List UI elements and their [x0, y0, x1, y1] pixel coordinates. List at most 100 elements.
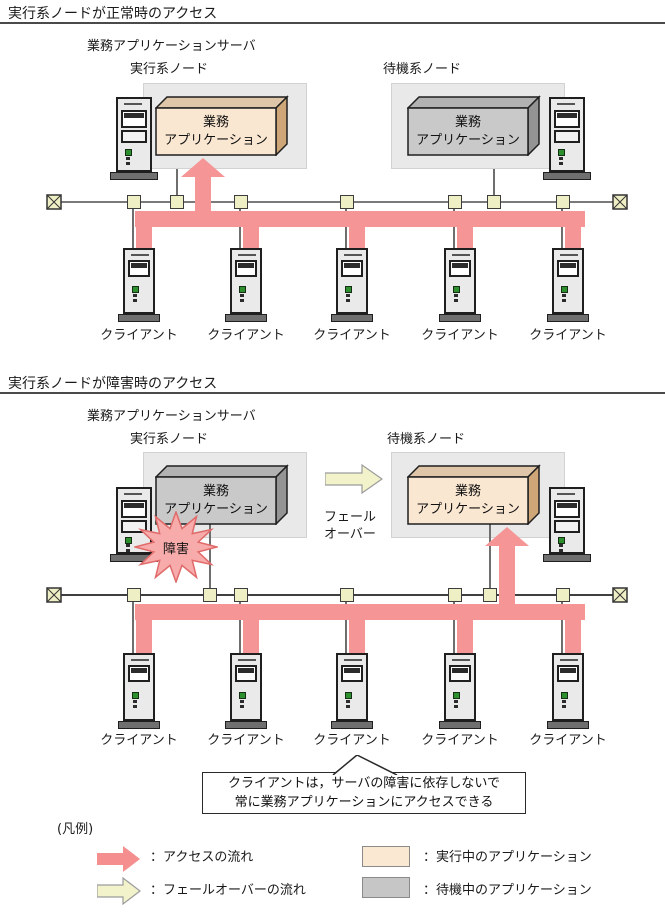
note-box: クライアントは，サーバの障害に依存しないで 常に業務アプリケーションにアクセスで…: [202, 772, 526, 814]
s1-client3-label: クライアント: [313, 328, 391, 343]
s2-client3-base: [331, 721, 373, 729]
s1-client2-base: [225, 314, 267, 322]
s1-tap-client3: [340, 195, 354, 209]
s2-access-leg5: [565, 604, 581, 653]
s2-tap-client1: [127, 588, 141, 602]
s2-client3-label: クライアント: [313, 733, 391, 748]
s2-client4-base: [439, 721, 481, 729]
s1-active-server-base: [110, 172, 158, 180]
s2-client1-label: クライアント: [100, 733, 178, 748]
s1-access-leg2: [243, 211, 259, 248]
s1-client5-base: [547, 314, 589, 322]
s2-client2-icon: [230, 653, 262, 721]
s1-client1-link: [132, 202, 134, 248]
s2-client3-link: [345, 596, 347, 653]
s2-client5-icon: [552, 653, 584, 721]
s1-access-leg3: [349, 211, 365, 248]
s2-active-server-icon: [116, 487, 152, 554]
s1-terminator-right-icon: [612, 194, 628, 210]
failover-label: フェール オーバー: [324, 509, 376, 543]
s1-tap-standby-node: [487, 195, 501, 209]
s1-access-leg1: [136, 211, 152, 248]
s2-standby-node-label: 待機系ノード: [387, 432, 466, 447]
s2-stopped-app-name: 業務 アプリケーション: [156, 477, 276, 524]
s2-network-bus: [54, 594, 620, 596]
s1-tap-client1: [127, 195, 141, 209]
s2-active-node-label: 実行系ノード: [130, 432, 209, 447]
app-name-line1: 業務: [202, 114, 229, 130]
app-name-line1: 業務: [454, 483, 481, 499]
legend-failover-label: ：フェールオーバーの流れ: [150, 883, 306, 898]
s1-access-arrowhead: [181, 158, 225, 177]
legend-running-label: ：実行中のアプリケーション: [423, 850, 592, 865]
app-name-line1: 業務: [454, 114, 481, 130]
s2-tap-client3: [340, 588, 354, 602]
s2-access-leg4: [457, 604, 473, 653]
s1-standby-node-label: 待機系ノード: [383, 62, 462, 77]
legend-access-label: ：アクセスの流れ: [150, 850, 254, 865]
s2-access-leg3: [349, 604, 365, 653]
s2-standby-server-base: [543, 554, 591, 562]
s1-active-server-icon: [116, 97, 152, 172]
s1-client1-icon: [123, 248, 155, 314]
s1-standby-app-name: 業務 アプリケーション: [408, 108, 528, 155]
s2-client1-base: [118, 721, 160, 729]
s2-client1-icon: [123, 653, 155, 721]
failover-arrow-icon: [325, 464, 383, 494]
s2-client2-label: クライアント: [207, 733, 285, 748]
s2-client4-link: [453, 596, 455, 653]
legend-standby-label: ：待機中のアプリケーション: [423, 883, 592, 898]
s1-client5-label: クライアント: [529, 328, 607, 343]
failover-label-line1: フェール: [324, 510, 377, 525]
s1-tap-client2: [234, 195, 248, 209]
legend-running-swatch: [362, 846, 410, 867]
s2-terminator-right-icon: [612, 587, 628, 603]
s1-access-leg5: [565, 211, 581, 248]
s2-client2-link: [239, 596, 241, 653]
app-name-line2: アプリケーション: [164, 501, 268, 517]
note-line1: クライアントは，サーバの障害に依存しないで: [228, 776, 500, 791]
s2-tap-client5: [556, 588, 570, 602]
s1-client4-icon: [444, 248, 476, 314]
section2-title: 実行系ノードが障害時のアクセス: [8, 376, 218, 392]
s2-active-node-link: [209, 524, 211, 595]
app-name-line1: 業務: [202, 483, 229, 499]
app-name-line2: アプリケーション: [164, 132, 268, 148]
legend-standby-swatch: [362, 877, 410, 898]
section1-divider: [0, 22, 665, 24]
legend-access-arrow-icon: [97, 846, 140, 872]
s2-client3-icon: [336, 653, 368, 721]
s1-standby-server-base: [543, 172, 591, 180]
s1-active-node-link: [176, 169, 178, 202]
s2-client4-icon: [444, 653, 476, 721]
s1-standby-node-link: [493, 169, 495, 202]
s1-tap-active-node: [170, 195, 184, 209]
note-pointer: [332, 755, 398, 775]
s2-client4-label: クライアント: [421, 733, 499, 748]
s1-client1-label: クライアント: [100, 328, 178, 343]
failover-label-line2: オーバー: [324, 527, 376, 542]
s1-client3-base: [331, 314, 373, 322]
s1-access-leg4: [457, 211, 473, 248]
s1-client4-label: クライアント: [421, 328, 499, 343]
s1-client5-icon: [552, 248, 584, 314]
s1-network-bus: [54, 201, 620, 203]
s2-client5-label: クライアント: [529, 733, 607, 748]
s2-tap-client4: [448, 588, 462, 602]
s2-running-app-box: [407, 464, 541, 525]
s2-client1-link: [132, 596, 134, 653]
legend-title: (凡例): [57, 822, 94, 837]
legend-failover-arrow-icon: [97, 877, 141, 905]
s1-standby-app-box: [407, 95, 541, 156]
s1-client1-base: [118, 314, 160, 322]
failure-label: 障害: [162, 541, 189, 557]
s1-client2-icon: [230, 248, 262, 314]
s1-server-group-label: 業務アプリケーションサーバ: [87, 39, 256, 54]
s2-standby-node-link: [489, 524, 491, 595]
app-name-line2: アプリケーション: [416, 132, 520, 148]
s2-client5-base: [547, 721, 589, 729]
s2-access-leg2: [243, 604, 259, 653]
s1-terminator-left-icon: [46, 194, 62, 210]
s2-access-leg1: [136, 604, 152, 653]
